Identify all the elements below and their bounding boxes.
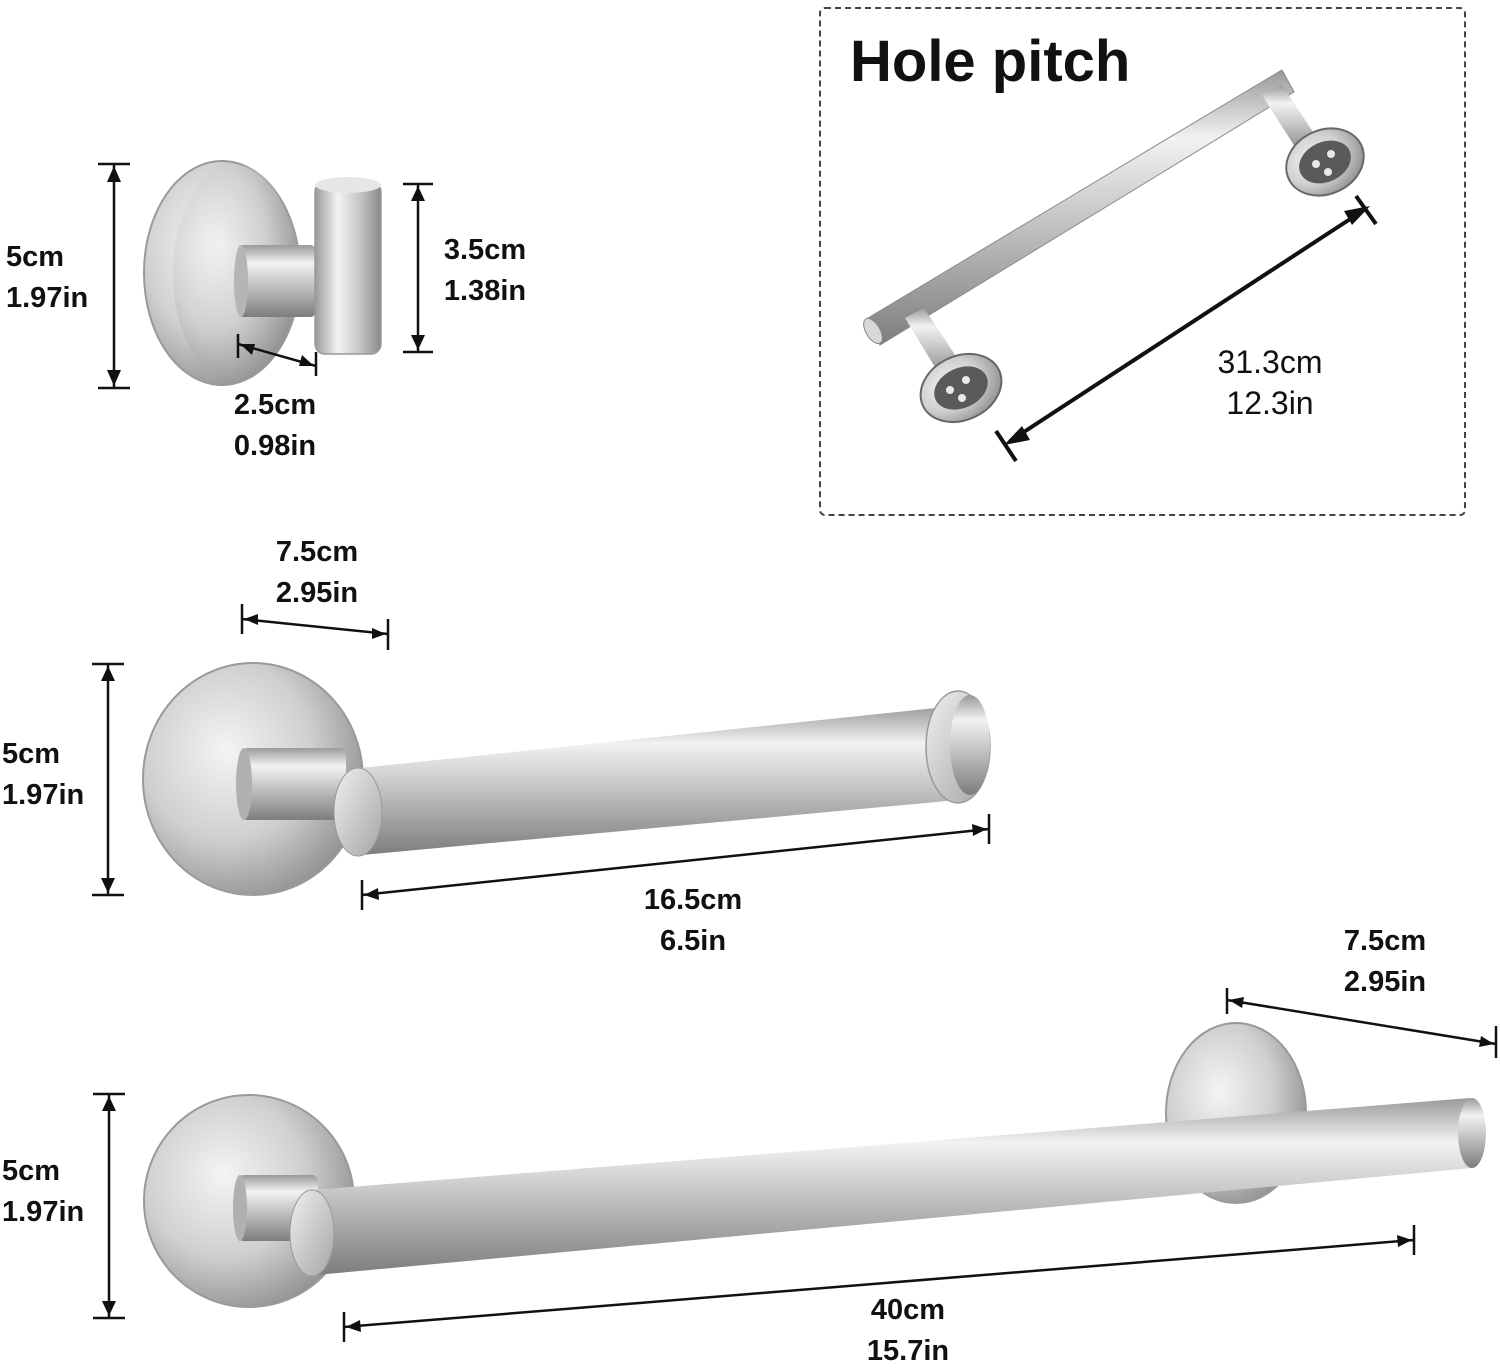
dim-hook-depth	[236, 334, 318, 376]
holder-arm	[360, 706, 958, 855]
dim-bar-length	[342, 1225, 1416, 1342]
hole-pitch-label: 31.3cm 12.3in	[1200, 342, 1340, 424]
holder-length-label: 16.5cm 6.5in	[628, 880, 758, 962]
bar-projection-cm: 7.5cm	[1343, 925, 1427, 957]
holder-projection-label: 7.5cm 2.95in	[262, 532, 372, 614]
bar-rod	[312, 1098, 1472, 1275]
holder-projection-cm: 7.5cm	[275, 536, 359, 568]
dim-holder-projection	[240, 604, 390, 650]
bar-length-cm: 40cm	[870, 1294, 946, 1326]
bar-length-label: 40cm 15.7in	[853, 1290, 963, 1372]
bar-height-label: 5cm 1.97in	[2, 1151, 84, 1233]
towel-bar	[143, 1022, 1486, 1308]
bar-projection-label: 7.5cm 2.95in	[1330, 921, 1440, 1003]
dim-bar-height	[93, 1092, 125, 1320]
bar-height-cm: 5cm	[2, 1155, 61, 1187]
hook-depth-label: 2.5cm 0.98in	[220, 385, 330, 467]
holder-length-cm: 16.5cm	[643, 884, 743, 916]
dim-holder-height	[92, 662, 124, 897]
dim-bar-projection	[1225, 988, 1498, 1058]
holder-height-in: 1.97in	[2, 779, 85, 811]
dim-holder-length	[360, 814, 991, 910]
hole-pitch-cm: 31.3cm	[1217, 344, 1323, 380]
hole-pitch-in: 12.3in	[1226, 385, 1314, 421]
robe-hook	[143, 160, 382, 386]
holder-length-in: 6.5in	[659, 925, 727, 957]
inset-towel-bar	[863, 69, 1365, 424]
dim-hole-pitch	[994, 194, 1378, 463]
holder-stem	[242, 748, 346, 820]
hook-depth-in: 0.98in	[233, 430, 317, 462]
hook-cylinder-height-cm: 3.5cm	[443, 234, 527, 266]
hook-cylinder-height-in: 1.38in	[443, 275, 527, 307]
holder-arm-end	[333, 767, 383, 857]
bar-projection-in: 2.95in	[1343, 966, 1427, 998]
holder-height-cm: 5cm	[2, 738, 61, 770]
dimension-lines	[92, 162, 1498, 1342]
dim-hook-height	[98, 162, 130, 390]
bar-height-in: 1.97in	[2, 1196, 85, 1228]
holder-projection-in: 2.95in	[275, 577, 359, 609]
hook-height-cm: 5cm	[6, 241, 65, 273]
hole-pitch-panel	[819, 7, 1466, 516]
bar-rod-right-end	[1458, 1098, 1486, 1168]
holder-height-label: 5cm 1.97in	[2, 734, 84, 816]
hook-stem	[238, 245, 316, 317]
dim-hook-cylinder-height	[403, 182, 433, 354]
hook-cylinder-height-label: 3.5cm 1.38in	[430, 230, 540, 312]
hook-height-label: 5cm 1.97in	[6, 237, 88, 319]
bar-length-in: 15.7in	[866, 1335, 950, 1367]
hole-pitch-title: Hole pitch	[850, 29, 1131, 94]
hook-cylinder	[314, 181, 382, 355]
bar-rod-left-end	[289, 1189, 335, 1277]
hook-depth-cm: 2.5cm	[233, 389, 317, 421]
hook-height-in: 1.97in	[6, 282, 89, 314]
paper-holder	[142, 662, 991, 896]
